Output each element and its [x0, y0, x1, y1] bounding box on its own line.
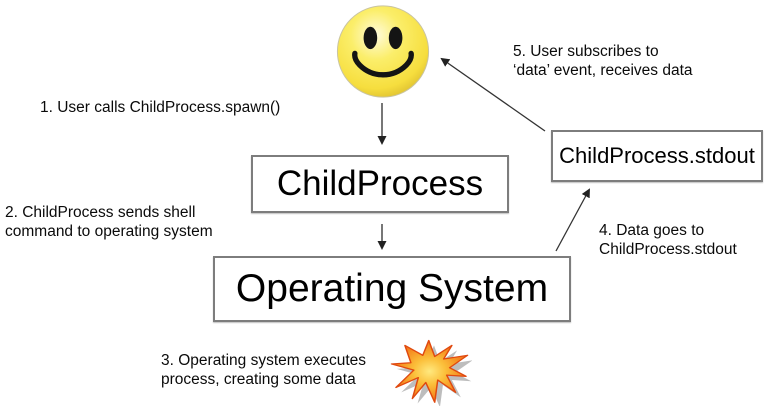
- step4-label: 4. Data goes to ChildProcess.stdout: [599, 222, 737, 258]
- user-smiley-icon: [333, 3, 433, 100]
- smiley-smile: [352, 50, 414, 78]
- node-childprocess-stdout: ChildProcess.stdout: [551, 130, 763, 182]
- arrow-os-to-stdout: [555, 188, 590, 252]
- step3-label: 3. Operating system executes process, cr…: [161, 352, 367, 388]
- node-childprocess-label: ChildProcess: [276, 164, 484, 203]
- smiley-left-eye: [363, 26, 378, 50]
- explosion-star: [390, 339, 469, 403]
- node-childprocess-stdout-label: ChildProcess.stdout: [559, 143, 755, 168]
- step5-label: 5. User subscribes to ‘data’ event, rece…: [513, 43, 693, 79]
- step2-label: 2. ChildProcess sends shell command to o…: [5, 204, 213, 240]
- node-childprocess: ChildProcess: [251, 155, 509, 213]
- step1-label: 1. User calls ChildProcess.spawn(): [40, 99, 281, 116]
- explosion-burst-icon: [390, 338, 473, 407]
- node-operating-system-label: Operating System: [235, 267, 549, 310]
- smiley-right-eye: [388, 26, 403, 50]
- node-operating-system: Operating System: [213, 256, 571, 322]
